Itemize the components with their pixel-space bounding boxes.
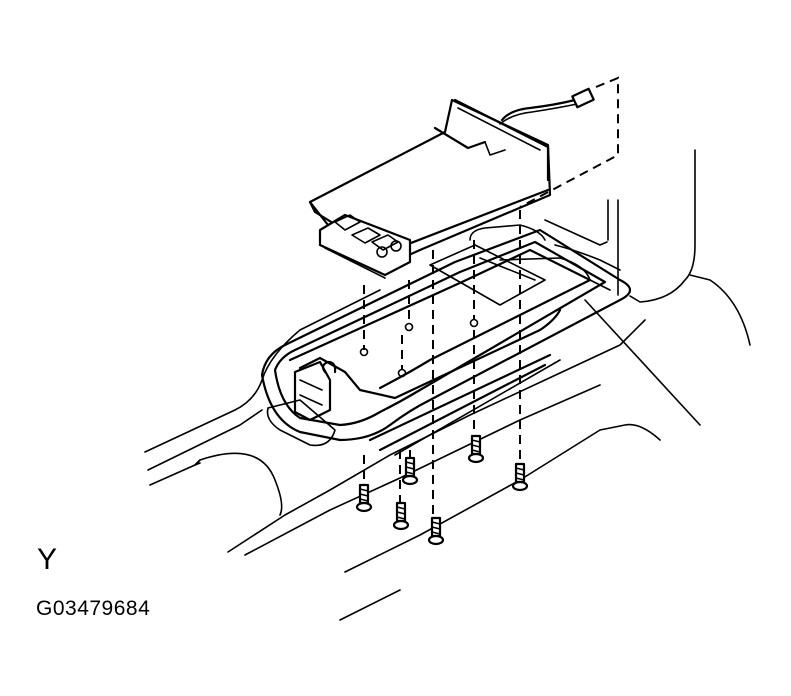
guide-lines xyxy=(363,76,619,520)
screw-icon xyxy=(467,434,485,464)
screw-icon xyxy=(401,456,419,486)
screw-icon xyxy=(511,462,529,492)
screws xyxy=(355,434,529,546)
figure-id: G03479684 xyxy=(36,597,151,620)
screw-icon xyxy=(355,483,373,513)
console-box-frame xyxy=(260,224,632,456)
view-label: Y xyxy=(37,543,58,576)
control-module xyxy=(308,98,552,279)
wire-connector xyxy=(499,87,595,125)
screw-icon xyxy=(392,501,410,531)
screw-icon xyxy=(427,516,445,546)
